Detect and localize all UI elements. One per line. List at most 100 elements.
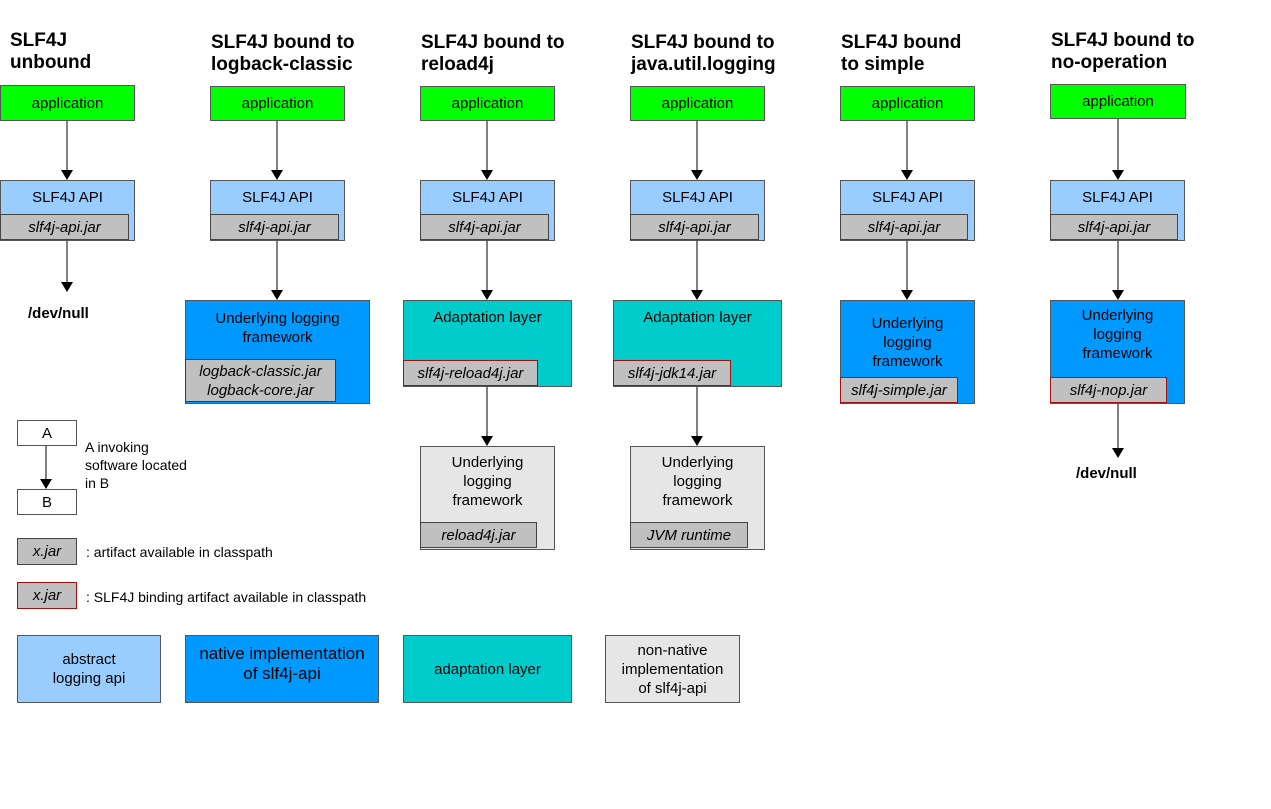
framework-label: framework bbox=[872, 353, 943, 370]
jar-label: x.jar bbox=[32, 587, 62, 604]
framework-label: framework bbox=[1082, 345, 1153, 362]
slf4j-api-label: SLF4J API bbox=[662, 189, 733, 206]
logback-jars: logback-classic.jar logback-core.jar bbox=[185, 359, 336, 402]
jvm-runtime-jar: JVM runtime bbox=[630, 522, 748, 548]
title-line: to simple bbox=[841, 54, 925, 75]
title-line: SLF4J bound bbox=[841, 32, 962, 53]
slf4j-reload4j-jar: slf4j-reload4j.jar bbox=[403, 360, 538, 386]
framework-label: framework bbox=[242, 329, 313, 346]
jar-label: slf4j-simple.jar bbox=[851, 381, 947, 399]
legend-note-line: A invoking bbox=[85, 439, 149, 455]
framework-label: logging bbox=[463, 473, 512, 490]
application-box: application bbox=[420, 86, 555, 121]
application-label: application bbox=[451, 95, 524, 112]
adaptation-label: Adaptation layer bbox=[643, 309, 752, 326]
framework-label: framework bbox=[452, 492, 523, 509]
legend-invoke-note: A invoking software located in B bbox=[85, 438, 187, 492]
legend-label: native implementation bbox=[199, 644, 365, 663]
legend-box-b: B bbox=[17, 489, 77, 515]
slf4j-simple-jar: slf4j-simple.jar bbox=[840, 377, 958, 403]
legend-abstract-api: abstract logging api bbox=[17, 635, 161, 703]
slf4j-api-label: SLF4J API bbox=[1082, 189, 1153, 206]
application-label: application bbox=[1082, 93, 1154, 110]
legend-native-impl: native implementation of slf4j-api bbox=[185, 635, 379, 703]
jar-label: logback-core.jar bbox=[207, 381, 314, 399]
legend-label: abstract bbox=[62, 651, 116, 668]
legend-jar-desc: : artifact available in classpath bbox=[86, 544, 273, 560]
legend-label: implementation bbox=[621, 660, 724, 678]
legend-non-native-impl: non-native implementation of slf4j-api bbox=[605, 635, 740, 703]
title-line: SLF4J bound to bbox=[631, 32, 775, 53]
jar-label: slf4j-api.jar bbox=[238, 218, 311, 236]
title-line: logback-classic bbox=[211, 54, 353, 75]
legend-label: non-native bbox=[637, 641, 708, 659]
column-title-reload4j: SLF4J bound to reload4j bbox=[421, 32, 565, 76]
framework-label: logging bbox=[673, 473, 722, 490]
column-title-nop: SLF4J bound to no-operation bbox=[1051, 30, 1195, 74]
application-box: application bbox=[840, 86, 975, 121]
jar-label: slf4j-jdk14.jar bbox=[627, 364, 717, 382]
jar-label: slf4j-api.jar bbox=[448, 218, 521, 236]
slf4j-api-label: SLF4J API bbox=[242, 189, 313, 206]
framework-label: Underlying bbox=[871, 315, 944, 332]
jar-label: slf4j-api.jar bbox=[658, 218, 731, 236]
reload4j-jar: reload4j.jar bbox=[420, 522, 537, 548]
slf4j-api-jar: slf4j-api.jar bbox=[630, 214, 759, 240]
legend-binding-jar-sample: x.jar bbox=[17, 582, 77, 609]
application-label: application bbox=[871, 95, 944, 112]
slf4j-api-label: SLF4J API bbox=[872, 189, 943, 206]
legend-jar-sample: x.jar bbox=[17, 538, 77, 565]
dev-null-label: /dev/null bbox=[28, 305, 89, 322]
title-line: java.util.logging bbox=[631, 54, 776, 75]
legend-b-label: B bbox=[41, 493, 52, 511]
title-line: SLF4J bbox=[10, 30, 68, 51]
legend-label: adaptation layer bbox=[434, 660, 541, 678]
jar-label: reload4j.jar bbox=[441, 526, 516, 544]
legend-adaptation-layer: adaptation layer bbox=[403, 635, 572, 703]
legend-binding-desc: : SLF4J binding artifact available in cl… bbox=[86, 589, 367, 605]
jar-label: JVM runtime bbox=[646, 526, 732, 544]
jar-label: slf4j-reload4j.jar bbox=[417, 364, 524, 382]
title-line: SLF4J bound to bbox=[421, 32, 565, 53]
framework-label: framework bbox=[662, 492, 733, 509]
jar-label: slf4j-nop.jar bbox=[1069, 381, 1148, 399]
slf4j-api-jar: slf4j-api.jar bbox=[420, 214, 549, 240]
slf4j-nop-jar: slf4j-nop.jar bbox=[1050, 377, 1167, 403]
title-line: SLF4J bound to bbox=[1051, 30, 1195, 51]
framework-label: Underlying bbox=[661, 454, 734, 471]
column-title-simple: SLF4J bound to simple bbox=[841, 32, 961, 76]
column-title-unbound: SLF4J unbound bbox=[10, 30, 91, 74]
slf4j-jdk14-jar: slf4j-jdk14.jar bbox=[613, 360, 731, 386]
column-title-logback: SLF4J bound to logback-classic bbox=[211, 32, 355, 76]
jar-label: slf4j-api.jar bbox=[1077, 218, 1151, 236]
slf4j-api-jar: slf4j-api.jar bbox=[0, 214, 129, 240]
jar-label: slf4j-api.jar bbox=[28, 218, 101, 236]
adaptation-label: Adaptation layer bbox=[433, 309, 542, 326]
slf4j-api-jar: slf4j-api.jar bbox=[1050, 214, 1178, 240]
jar-label: slf4j-api.jar bbox=[867, 218, 941, 236]
application-label: application bbox=[661, 95, 734, 112]
application-box: application bbox=[630, 86, 765, 121]
legend-label: of slf4j-api bbox=[638, 679, 707, 697]
title-line: no-operation bbox=[1051, 52, 1168, 73]
framework-label: Underlying logging bbox=[215, 310, 340, 327]
application-label: application bbox=[31, 94, 104, 112]
slf4j-api-jar: slf4j-api.jar bbox=[840, 214, 968, 240]
column-title-jul: SLF4J bound to java.util.logging bbox=[631, 32, 776, 76]
framework-label: logging bbox=[883, 334, 932, 351]
jar-label: x.jar bbox=[32, 543, 62, 560]
slf4j-api-label: SLF4J API bbox=[452, 189, 523, 206]
title-line: SLF4J bound to bbox=[211, 32, 355, 53]
legend-label: logging api bbox=[52, 670, 126, 687]
slf4j-api-label: SLF4J API bbox=[32, 189, 103, 206]
title-line: unbound bbox=[10, 52, 92, 73]
legend-note-line: in B bbox=[85, 475, 110, 491]
jar-label: logback-classic.jar bbox=[199, 362, 322, 380]
application-label: application bbox=[241, 95, 314, 112]
application-box: application bbox=[0, 85, 135, 121]
framework-label: logging bbox=[1093, 326, 1142, 343]
application-box: application bbox=[210, 86, 345, 121]
framework-label: Underlying bbox=[1081, 307, 1154, 324]
legend-box-a: A bbox=[17, 420, 77, 446]
